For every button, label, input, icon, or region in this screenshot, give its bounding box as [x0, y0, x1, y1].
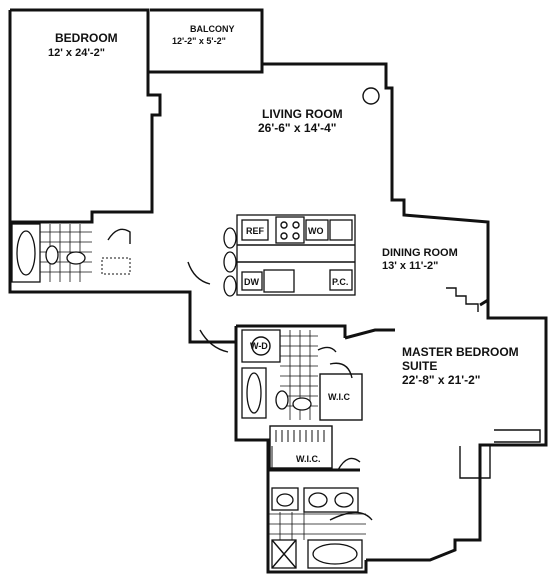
balcony-dims: 12'-2" x 5'-2": [172, 36, 226, 46]
bedroom-dims: 12' x 24'-2": [48, 47, 105, 59]
bedroom-label: BEDROOM: [55, 31, 118, 45]
closets: [269, 373, 363, 471]
wic-label-1: W.I.C: [328, 392, 350, 402]
pc-label: P.C.: [332, 277, 348, 287]
door-swing: [187, 261, 211, 285]
master-label-suite: SUITE: [402, 359, 437, 373]
living-label: LIVING ROOM: [262, 107, 343, 121]
balcony-label: BALCONY: [190, 24, 235, 34]
master-bath: [268, 487, 373, 569]
door-swing: [199, 329, 229, 353]
master-label: MASTER BEDROOM: [402, 345, 519, 359]
exterior-walls: [8, 8, 548, 574]
kitchen: [223, 214, 356, 297]
wic-label-2: W.I.C.: [296, 454, 321, 464]
master-dims: 22'-8" x 21'-2": [402, 373, 480, 387]
dining-dims: 13' x 11'-2": [382, 260, 438, 272]
ref-label: REF: [246, 226, 265, 236]
dw-label: DW: [244, 277, 259, 287]
living-dims: 26'-6" x 14'-4": [258, 121, 336, 135]
wd-label: W-D: [250, 341, 268, 351]
column-circle: [362, 87, 380, 105]
center-bath: [241, 329, 353, 420]
dining-label: DINING ROOM: [382, 247, 458, 259]
bedroom-bath: [11, 223, 131, 283]
wo-label: WO: [308, 226, 324, 236]
